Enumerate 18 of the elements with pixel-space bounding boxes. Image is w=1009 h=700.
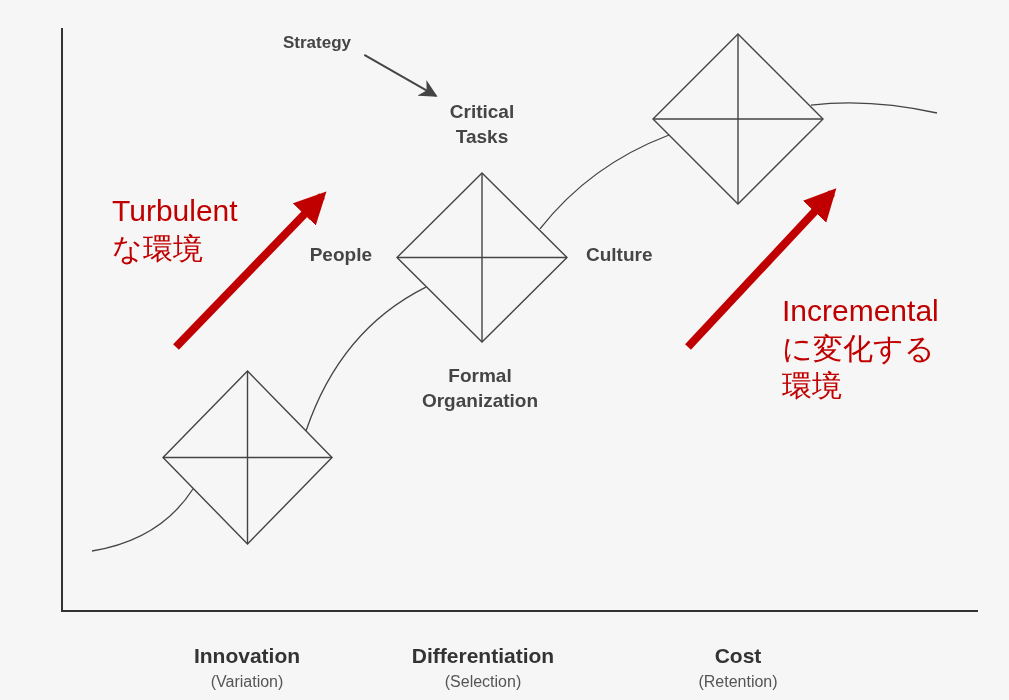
axis-label: Innovation	[192, 643, 302, 669]
axis-label: Differentiation	[410, 643, 556, 669]
side-label: People	[308, 243, 372, 267]
side-label: Culture	[586, 243, 654, 267]
arrow	[363, 53, 438, 97]
connector-curve	[539, 134, 670, 230]
node-label: Critical Tasks	[432, 100, 532, 150]
axis-sublabel: (Variation)	[209, 672, 285, 692]
axis-label: Cost	[713, 643, 763, 669]
annotation-text: Turbulent な環境	[112, 193, 239, 267]
axis-sublabel: (Retention)	[697, 672, 779, 692]
annotation-text: Incrementalに変化する環境	[782, 293, 940, 404]
node-label: Strategy	[262, 32, 372, 55]
connector-curve	[305, 286, 427, 432]
axis-sublabel: (Selection)	[443, 672, 523, 692]
connector-curve	[810, 102, 938, 114]
side-label: Formal Organization	[420, 364, 540, 413]
connector-curve	[91, 488, 194, 552]
